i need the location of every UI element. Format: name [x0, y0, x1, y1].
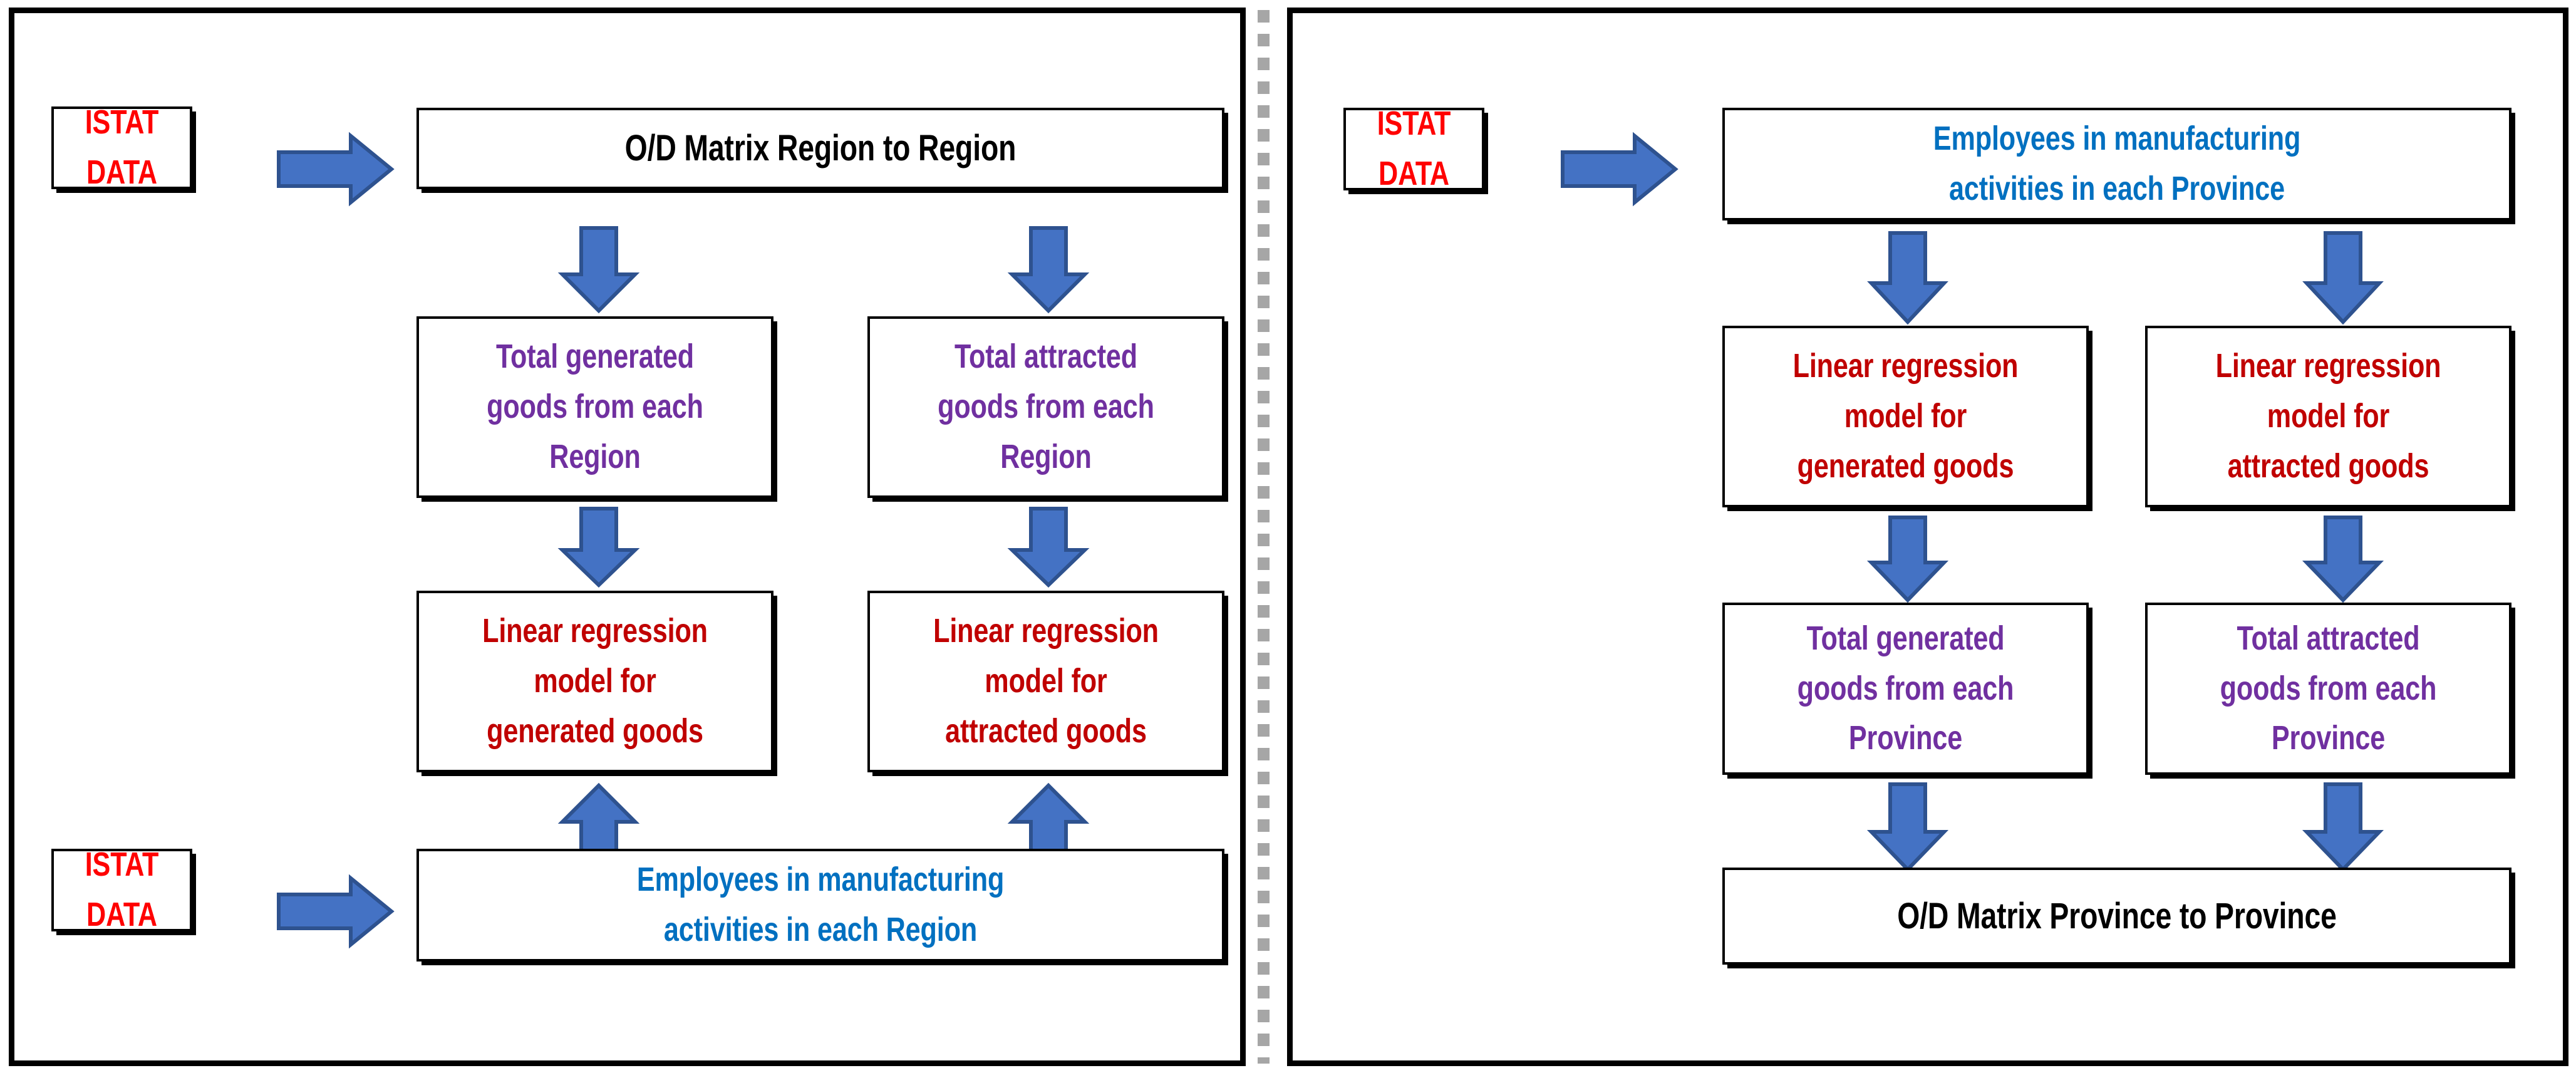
left-od-matrix-box[interactable]: O/D Matrix Region to Region: [416, 108, 1224, 189]
right-total-attracted-box[interactable]: Total attracted goods from each Province: [2145, 603, 2511, 775]
right-istat-data-label: ISTAT DATA: [1377, 105, 1451, 192]
arrow-down-icon: [1007, 226, 1090, 314]
right-lr-generated-box[interactable]: Linear regression model for generated go…: [1722, 326, 2089, 507]
panel-divider: [1258, 10, 1270, 1064]
right-arrow-employees-to-lrattracted: [2302, 231, 2384, 325]
right-lr-attracted-label: Linear regression model for attracted go…: [2215, 347, 2441, 485]
left-arrow-istat-to-employees: [276, 871, 395, 952]
right-arrow-lrgenerated-to-generated: [1866, 515, 1949, 603]
left-lr-generated-box[interactable]: Linear regression model for generated go…: [416, 591, 773, 772]
left-od-matrix-label: O/D Matrix Region to Region: [624, 128, 1016, 169]
right-employees-box[interactable]: Employees in manufacturing activities in…: [1722, 108, 2511, 220]
arrow-down-icon: [2302, 782, 2384, 873]
arrow-down-icon: [1007, 507, 1090, 588]
left-arrow-odmatrix-to-attracted: [1007, 225, 1090, 314]
right-total-generated-label: Total generated goods from each Province: [1797, 619, 2014, 757]
right-lr-attracted-box[interactable]: Linear regression model for attracted go…: [2145, 326, 2511, 507]
left-arrow-generated-to-lrgenerated: [557, 506, 640, 588]
left-istat-data-top-box[interactable]: ISTAT DATA: [51, 103, 192, 191]
right-lr-generated-label: Linear regression model for generated go…: [1792, 347, 2019, 485]
left-total-generated-box[interactable]: Total generated goods from each Region: [416, 316, 773, 498]
left-lr-attracted-label: Linear regression model for attracted go…: [933, 612, 1159, 750]
arrow-down-icon: [1866, 516, 1949, 603]
right-total-attracted-label: Total attracted goods from each Province: [2220, 619, 2437, 757]
right-arrow-lrattracted-to-attracted: [2302, 515, 2384, 603]
arrow-down-icon: [2302, 516, 2384, 603]
arrow-right-icon: [1561, 132, 1679, 207]
right-arrow-generated-to-odmatrix: [1866, 782, 1949, 873]
arrow-down-icon: [1866, 782, 1949, 873]
arrow-down-icon: [557, 507, 640, 588]
left-istat-data-bottom-box[interactable]: ISTAT DATA: [51, 846, 192, 933]
left-istat-data-top-label: ISTAT DATA: [85, 103, 159, 191]
right-arrow-attracted-to-odmatrix: [2302, 782, 2384, 873]
left-total-attracted-label: Total attracted goods from each Region: [938, 338, 1154, 475]
right-arrow-employees-to-lrgenerated: [1866, 231, 1949, 325]
arrow-down-icon: [1867, 231, 1948, 325]
right-od-matrix-label: O/D Matrix Province to Province: [1897, 895, 2337, 936]
left-employees-box[interactable]: Employees in manufacturing activities in…: [416, 849, 1224, 962]
right-employees-label: Employees in manufacturing activities in…: [1933, 120, 2301, 207]
left-lr-generated-label: Linear regression model for generated go…: [482, 612, 708, 750]
left-lr-attracted-box[interactable]: Linear regression model for attracted go…: [867, 591, 1224, 772]
left-total-generated-label: Total generated goods from each Region: [487, 338, 703, 475]
right-total-generated-box[interactable]: Total generated goods from each Province: [1722, 603, 2089, 775]
left-arrow-attracted-to-lrattracted: [1007, 506, 1090, 588]
left-arrow-odmatrix-to-generated: [557, 225, 640, 314]
left-arrow-istat-to-odmatrix: [276, 128, 395, 210]
left-istat-data-bottom-label: ISTAT DATA: [85, 846, 159, 933]
right-od-matrix-box[interactable]: O/D Matrix Province to Province: [1722, 868, 2511, 965]
right-arrow-istat-to-employees: [1560, 128, 1679, 210]
arrow-right-icon: [277, 874, 395, 949]
left-total-attracted-box[interactable]: Total attracted goods from each Region: [867, 316, 1224, 498]
right-istat-data-box[interactable]: ISTAT DATA: [1343, 105, 1484, 192]
arrow-down-icon: [557, 226, 640, 314]
arrow-down-icon: [2302, 231, 2384, 325]
arrow-right-icon: [277, 132, 395, 207]
left-employees-label: Employees in manufacturing activities in…: [636, 861, 1005, 948]
